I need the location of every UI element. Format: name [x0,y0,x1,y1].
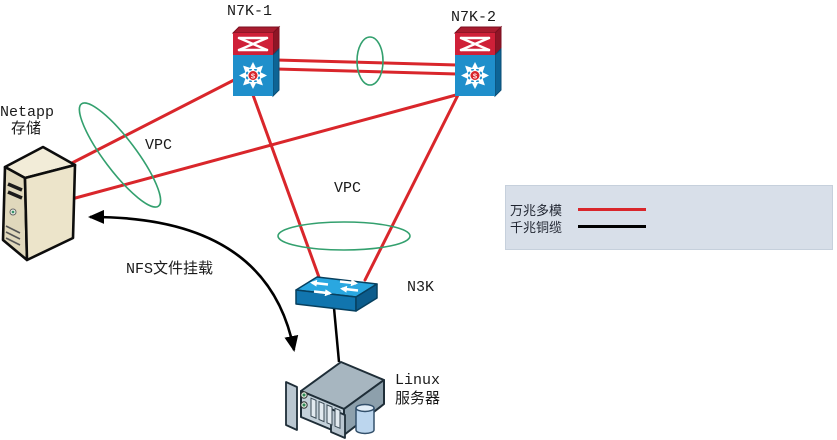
switch-badge [469,70,481,81]
switch-badge-letter: S [473,73,477,81]
drive-slot [7,190,23,200]
legend-panel: 万兆多模 千兆铜缆 [505,185,833,250]
link-n3k-server [332,307,341,363]
vpc-ellipse-n3k [277,221,411,251]
link-storage-n7k2 [66,93,458,202]
legend-label-1g: 千兆铜缆 [510,219,563,235]
router-glyph [459,36,491,52]
nfs-mount-label: NFS文件挂载 [126,261,214,278]
n3k-switch-icon [295,276,378,312]
n7k1-label: N7K-1 [227,3,273,20]
n3k-label: N3K [407,279,435,296]
vent-line [5,237,21,246]
link-n7k2-n3k [363,93,460,282]
vpc-ellipse-portchannel [356,36,384,86]
n7k2-switch-icon: S [453,25,503,98]
vpc-mid-label: VPC [334,180,362,197]
vent-slots [310,397,341,430]
vent-line [5,225,21,234]
link-n7k1-n3k [251,93,322,282]
switch-badge [247,70,259,81]
vpc-ellipse-storage [78,102,162,208]
storage-server-icon [1,145,77,262]
link-portchannel-2 [274,67,459,76]
vent-line [5,231,21,240]
router-glyph [237,36,269,52]
legend-swatch-1g-line [578,224,646,228]
vpc-left-label: VPC [145,137,173,154]
drive-slot [7,182,23,192]
legend-item-10g: 万兆多模 [510,202,832,218]
linux-server-icon [285,361,385,439]
legend-item-1g: 千兆铜缆 [510,219,832,235]
nfs-mount-arrow [88,209,299,352]
n7k1-switch-icon: S [231,25,281,98]
switch-badge-letter: S [251,73,255,81]
rack-ear [285,381,298,431]
switch-arrows-glyph [310,279,359,297]
link-portchannel-1 [274,58,459,67]
legend-label-10g: 万兆多模 [510,202,563,218]
n7k2-label: N7K-2 [451,9,497,26]
disk-cylinder [355,408,375,435]
legend-swatch-10g-line [578,207,646,211]
